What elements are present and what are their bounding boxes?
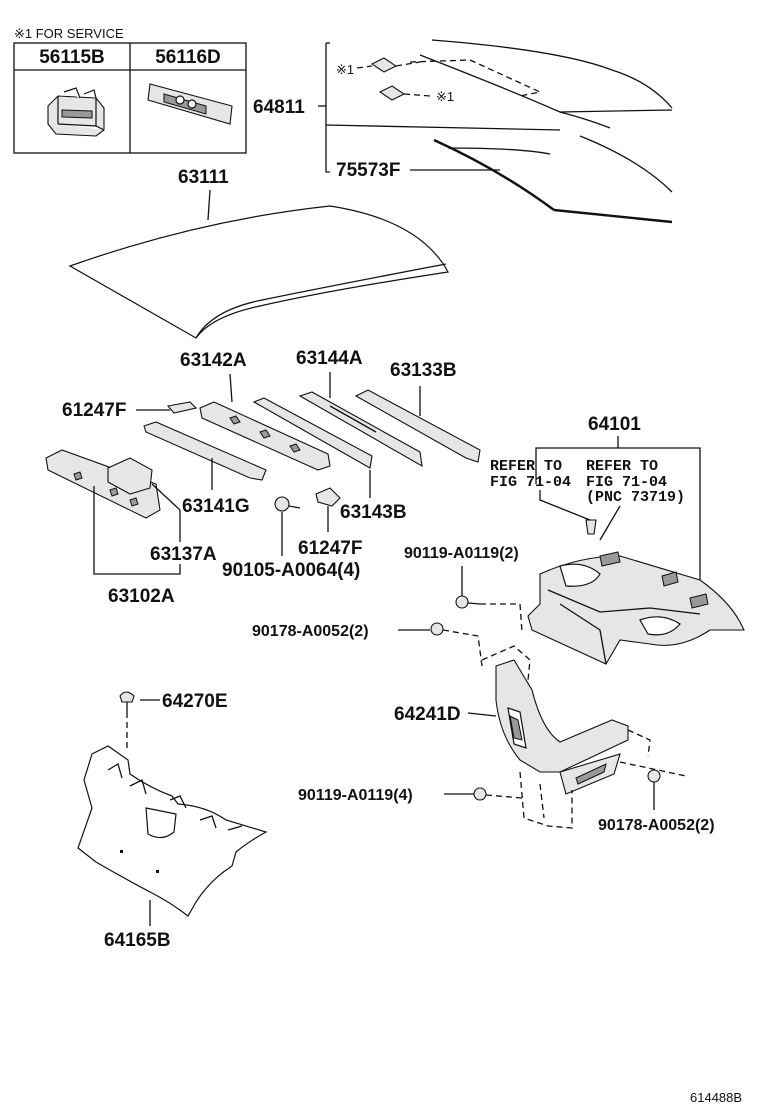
part-56116D-label: 56116D <box>155 47 221 68</box>
part-63141G-label: 63141G <box>182 496 250 517</box>
clip-61247F-b-drawing <box>315 487 341 507</box>
part-90119-label-b: 90119-A0119(4) <box>298 787 413 804</box>
refer-right-line1: REFER TO <box>586 458 658 475</box>
part-90178-label-a: 90178-A0052(2) <box>252 623 369 640</box>
reinforcement-63133B-drawing <box>354 389 481 463</box>
reinforcement-63141G-drawing <box>143 421 267 481</box>
plate-56116D-drawing <box>147 83 233 125</box>
clip-64270E-drawing <box>119 691 135 712</box>
screw-90105-drawing <box>274 496 301 512</box>
part-64165B-label: 64165B <box>104 930 171 951</box>
part-64270E-label: 64270E <box>162 691 228 712</box>
part-63137A-label: 63137A <box>150 544 217 565</box>
part-63144A-label: 63144A <box>296 348 363 369</box>
leader-63142A <box>229 373 233 403</box>
clip-56115B-drawing <box>47 87 105 137</box>
glass-clips-drawing <box>356 57 431 101</box>
silencer-64165B-drawing <box>77 745 268 917</box>
roof-panel-63111-drawing <box>68 205 449 339</box>
part-63143B-label: 63143B <box>340 502 407 523</box>
part-63133B-label: 63133B <box>390 360 457 381</box>
package-tray-64101-drawing <box>527 551 745 665</box>
part-63111-label: 63111 <box>178 167 229 188</box>
reinforcement-63144A-drawing <box>252 391 423 469</box>
leader-63111 <box>207 189 211 221</box>
leader-refer-left <box>539 490 591 521</box>
refer-left-line1: REFER TO <box>490 458 562 475</box>
part-90178-label-b: 90178-A0052(2) <box>598 817 715 834</box>
bolt-90119-a-drawing <box>455 595 481 609</box>
leader-refer-right <box>599 505 621 541</box>
bolt-90119-b-drawing <box>473 787 487 801</box>
part-64811-label: 64811 <box>253 97 305 118</box>
bracket-64241D-drawing <box>481 645 687 829</box>
part-63102A-label: 63102A <box>108 586 175 607</box>
service-note: ※1 FOR SERVICE <box>14 26 124 41</box>
glass-service-mark-2: ※1 <box>436 89 454 104</box>
part-64101-label: 64101 <box>588 414 641 435</box>
glass-service-mark-1: ※1 <box>336 62 354 77</box>
part-75573F-label: 75573F <box>336 160 400 181</box>
part-61247F-label-a: 61247F <box>62 400 126 421</box>
refer-right-line3: (PNC 73719) <box>586 489 685 506</box>
part-64241D-label: 64241D <box>394 704 461 725</box>
nut-90178-a-drawing <box>430 622 444 636</box>
part-61247F-label-b: 61247F <box>298 538 362 559</box>
part-63142A-label: 63142A <box>180 350 247 371</box>
front-header-63137A-drawing <box>45 449 161 519</box>
figure-code: 614488B <box>690 1090 742 1105</box>
leader-63137A <box>151 483 181 511</box>
part-56115B-label: 56115B <box>39 47 105 68</box>
reinforcement-63142A-drawing <box>199 401 331 471</box>
refer-right-line2: FIG 71-04 <box>586 474 667 491</box>
clip-refer-drawing <box>585 519 597 535</box>
service-box <box>13 42 247 154</box>
part-90119-label-a: 90119-A0119(2) <box>404 545 519 562</box>
leader-64241D <box>467 712 497 717</box>
bracket-64101 <box>535 436 701 590</box>
back-window-glass-drawing <box>409 39 673 129</box>
nut-90178-b-drawing <box>647 769 661 783</box>
refer-left-line2: FIG 71-04 <box>490 474 571 491</box>
bracket-64811-75573F <box>318 42 561 173</box>
bracket-63102A <box>93 486 181 575</box>
clip-61247F-a-drawing <box>166 401 198 414</box>
moulding-75573F-drawing <box>433 135 673 224</box>
part-90105-label: 90105-A0064(4) <box>222 560 360 581</box>
